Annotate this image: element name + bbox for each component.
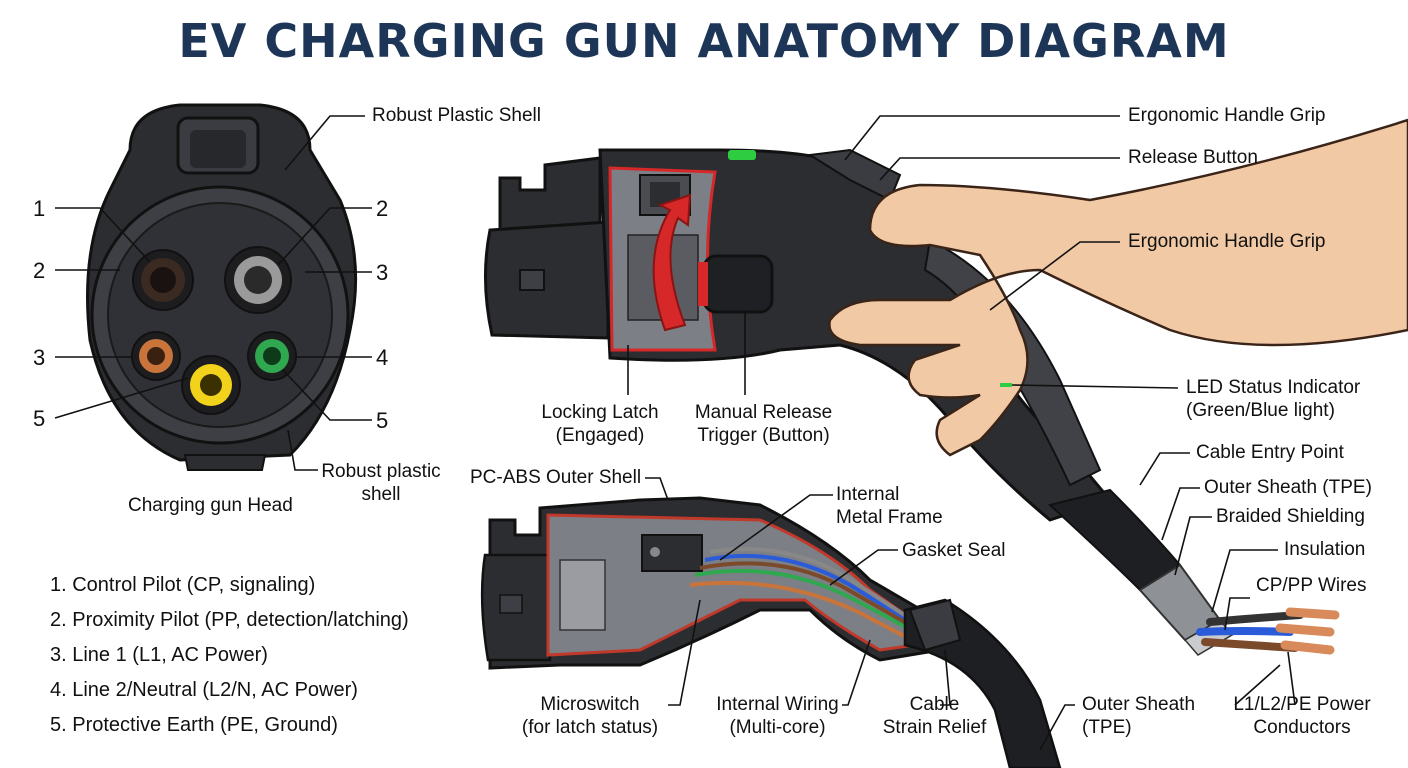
label-robust-plastic-shell-side: Robust plastic shell <box>321 461 441 505</box>
gun-leader-lines <box>627 115 1296 706</box>
label-ergonomic-grip-top: Ergonomic Handle Grip <box>1128 105 1326 126</box>
label-robust-plastic-shell: Robust Plastic Shell <box>372 105 541 126</box>
pin-number-right-2: 2 <box>376 196 389 221</box>
charging-head-illustration <box>86 103 358 471</box>
pin-number-left-1: 1 <box>33 196 46 221</box>
label-release-button: Release Button <box>1128 147 1258 168</box>
label-outer-sheath-bottom: Outer Sheath (TPE) <box>1082 694 1196 738</box>
pin-legend: 1. Control Pilot (CP, signaling) 2. Prox… <box>50 568 409 743</box>
head-caption: Charging gun Head <box>128 495 293 516</box>
label-cable-strain-relief: Cable Strain Relief <box>882 694 987 738</box>
pin-number-left-3: 3 <box>33 345 46 370</box>
legend-item-3: 3. Line 1 (L1, AC Power) <box>50 644 268 666</box>
label-locking-latch: Locking Latch (Engaged) <box>541 402 659 446</box>
label-cp-pp-wires: CP/PP Wires <box>1256 575 1367 596</box>
label-outer-sheath-tpe: Outer Sheath (TPE) <box>1204 477 1372 498</box>
label-pc-abs-outer-shell: PC-ABS Outer Shell <box>470 467 642 488</box>
pin-number-left-5: 5 <box>33 406 46 431</box>
legend-item-2: 2. Proximity Pilot (PP, detection/latchi… <box>50 609 409 631</box>
pin-number-right-4: 4 <box>376 345 389 370</box>
label-manual-release: Manual Release Trigger (Button) <box>694 402 833 446</box>
label-cable-entry: Cable Entry Point <box>1196 442 1344 463</box>
label-internal-wiring: Internal Wiring (Multi-core) <box>716 694 839 738</box>
label-insulation: Insulation <box>1284 539 1366 560</box>
label-gasket-seal: Gasket Seal <box>902 540 1006 561</box>
pin-number-right-3: 3 <box>376 260 389 285</box>
legend-item-5: 5. Protective Earth (PE, Ground) <box>50 714 338 736</box>
label-ergonomic-grip-mid: Ergonomic Handle Grip <box>1128 231 1326 252</box>
head-leader-lines <box>54 115 372 471</box>
pin-number-left-2: 2 <box>33 258 46 283</box>
cutaway-leader-lines <box>645 477 1075 751</box>
pin-number-right-5: 5 <box>376 408 389 433</box>
label-internal-metal-frame: Internal Metal Frame <box>836 484 943 528</box>
hand-illustration <box>828 118 1408 457</box>
label-led-status: LED Status Indicator (Green/Blue light) <box>1186 377 1361 421</box>
page-title: EV CHARGING GUN ANATOMY DIAGRAM <box>178 14 1230 68</box>
label-braided-shielding: Braided Shielding <box>1216 506 1365 527</box>
cutaway-gun-illustration <box>480 496 1062 768</box>
label-power-conductors: L1/L2/PE Power Conductors <box>1233 694 1371 738</box>
label-microswitch: Microswitch (for latch status) <box>521 694 659 738</box>
legend-item-4: 4. Line 2/Neutral (L2/N, AC Power) <box>50 679 358 701</box>
legend-item-1: 1. Control Pilot (CP, signaling) <box>50 574 316 596</box>
